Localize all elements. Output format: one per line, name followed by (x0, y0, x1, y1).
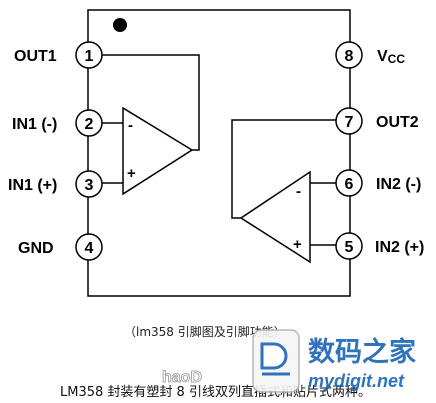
watermark-site-name: 数码之家 (308, 336, 416, 367)
pin-4-label: GND (18, 240, 54, 257)
caption-title: （lm358 引脚图及引脚功能） (124, 324, 286, 339)
pin-8-label-main: V (377, 48, 388, 65)
pin-1: 1 (75, 41, 103, 69)
pin-8-number: 8 (345, 48, 354, 65)
ic-package-outline (87, 9, 351, 297)
opamp2-minus-sign: - (296, 183, 301, 200)
opamp1-plus-sign: + (127, 165, 136, 182)
opamp1-output-wire (100, 54, 200, 151)
pin-6-number: 6 (345, 176, 354, 193)
pin-7: 7 (335, 107, 363, 135)
watermark: haoD 数码之家 mydigit.net (162, 329, 416, 393)
watermark-site-url: mydigit.net (308, 371, 405, 391)
pin-5-label: IN2 (+) (375, 239, 424, 256)
pin-7-number: 7 (345, 114, 354, 131)
pin-1-number: 1 (85, 48, 94, 65)
opamp2-plus-sign: + (293, 236, 302, 253)
pin-3-number: 3 (85, 177, 94, 194)
pin-8-label: VCC (377, 48, 405, 66)
pin-3-label: IN1 (+) (8, 177, 57, 194)
opamp1-triangle (122, 106, 194, 196)
pin-8: 8 (335, 41, 363, 69)
pin-2-label: IN1 (-) (12, 116, 57, 133)
pin-5: 5 (335, 232, 363, 260)
watermark-logo-icon (252, 329, 300, 393)
pin-6-label: IN2 (-) (376, 176, 421, 193)
pin-6: 6 (335, 169, 363, 197)
pin-7-label: OUT2 (376, 114, 419, 131)
pin-8-label-sub: CC (388, 52, 406, 66)
pin-3: 3 (75, 170, 103, 198)
watermark-left-text: haoD (162, 369, 202, 386)
pin1-indicator-dot (113, 18, 127, 32)
opamp2-triangle (239, 170, 311, 264)
pin-4: 4 (75, 233, 103, 261)
pin-4-number: 4 (85, 240, 94, 257)
pin-2: 2 (75, 109, 103, 137)
opamp1-minus-sign: - (128, 117, 133, 134)
pin-1-label: OUT1 (14, 48, 57, 65)
opamp2-output-wire (231, 119, 338, 219)
pin-2-number: 2 (85, 116, 94, 133)
pin-5-number: 5 (345, 239, 354, 256)
